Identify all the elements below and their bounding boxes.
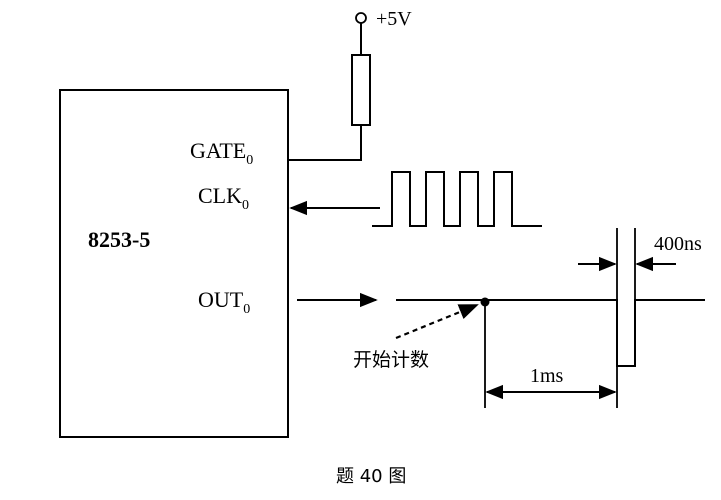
duration-label: 1ms — [530, 365, 564, 387]
clk-pin-name: CLK — [198, 183, 242, 208]
pullup-resistor — [351, 54, 371, 126]
pulse-width-label: 400ns — [654, 233, 702, 255]
out-waveform — [396, 299, 705, 367]
out-pin-subscript: 0 — [243, 302, 250, 317]
supply-terminal — [355, 12, 367, 24]
gate-pin-subscript: 0 — [246, 153, 253, 168]
chip-box — [59, 89, 289, 438]
svg-text:OUT0: OUT0 — [198, 287, 250, 317]
gate-pin-label: GATE0 — [190, 138, 253, 168]
chip-label: 8253-5 — [88, 227, 150, 252]
svg-text:GATE0: GATE0 — [190, 138, 253, 168]
gate-wire — [288, 125, 362, 161]
clk-pin-label: CLK0 — [198, 183, 249, 213]
out-pin-name: OUT — [198, 287, 244, 312]
figure-caption: 题 40 图 — [336, 466, 406, 487]
gate-pin-name: GATE — [190, 138, 246, 163]
clk-pin-subscript: 0 — [242, 198, 249, 213]
start-count-pointer — [395, 303, 479, 340]
svg-text:CLK0: CLK0 — [198, 183, 249, 213]
out-pin-label: OUT0 — [198, 287, 250, 317]
supply-label: +5V — [376, 8, 412, 30]
start-count-label: 开始计数 — [353, 349, 429, 371]
clk-waveform — [372, 171, 542, 227]
